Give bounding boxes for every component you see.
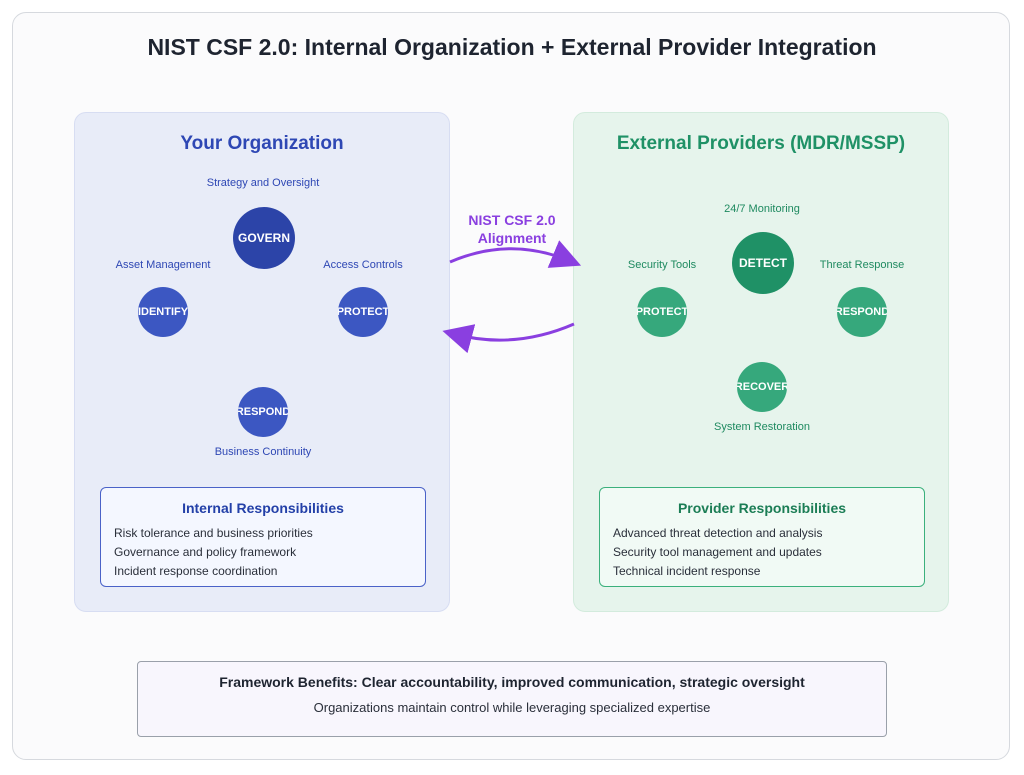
label-monitoring: 24/7 Monitoring bbox=[724, 203, 800, 215]
organization-title: Your Organization bbox=[180, 133, 344, 154]
alignment-label: NIST CSF 2.0 Alignment bbox=[432, 211, 592, 247]
framework-benefits-title: Framework Benefits: Clear accountability… bbox=[219, 674, 805, 690]
node-detect: DETECT bbox=[732, 232, 794, 294]
organization-panel: Your Organization Strategy and Oversight… bbox=[74, 112, 450, 612]
provider-responsibility-item: Security tool management and updates bbox=[613, 545, 822, 559]
node-provider-respond: RESPOND bbox=[837, 287, 887, 337]
provider-responsibilities-title: Provider Responsibilities bbox=[677, 500, 847, 516]
node-recover: RECOVER bbox=[737, 362, 787, 412]
alignment-label-line1: NIST CSF 2.0 bbox=[468, 212, 556, 228]
label-system-restoration: System Restoration bbox=[714, 421, 810, 433]
provider-panel: External Providers (MDR/MSSP) 24/7 Monit… bbox=[573, 112, 949, 612]
internal-responsibility-item: Governance and policy framework bbox=[114, 545, 297, 559]
internal-responsibilities-box: Internal Responsibilities Risk tolerance… bbox=[100, 487, 426, 587]
label-business-continuity: Business Continuity bbox=[214, 446, 312, 458]
label-asset-management: Asset Management bbox=[115, 259, 211, 271]
node-provider-protect: PROTECT bbox=[637, 287, 687, 337]
provider-title: External Providers (MDR/MSSP) bbox=[616, 133, 906, 154]
alignment-label-line2: Alignment bbox=[477, 230, 547, 246]
provider-responsibilities-box: Provider Responsibilities Advanced threa… bbox=[599, 487, 925, 587]
internal-responsibility-item: Incident response coordination bbox=[114, 564, 278, 578]
label-strategy-oversight: Strategy and Oversight bbox=[206, 177, 320, 189]
internal-responsibility-item: Risk tolerance and business priorities bbox=[114, 526, 313, 540]
node-respond: RESPOND bbox=[238, 387, 288, 437]
label-access-controls: Access Controls bbox=[323, 259, 403, 271]
arrow-to-organization bbox=[442, 322, 575, 354]
label-security-tools: Security Tools bbox=[627, 259, 697, 271]
label-threat-response: Threat Response bbox=[819, 259, 905, 271]
provider-responsibility-item: Technical incident response bbox=[613, 564, 761, 578]
internal-responsibilities-title: Internal Responsibilities bbox=[182, 500, 344, 516]
node-govern: GOVERN bbox=[233, 207, 295, 269]
framework-benefits-subtitle: Organizations maintain control while lev… bbox=[313, 700, 711, 715]
arrow-to-provider bbox=[449, 240, 582, 268]
framework-benefits-box: Framework Benefits: Clear accountability… bbox=[137, 661, 887, 737]
node-protect: PROTECT bbox=[338, 287, 388, 337]
provider-responsibility-item: Advanced threat detection and analysis bbox=[613, 526, 823, 540]
node-identify: IDENTIFY bbox=[138, 287, 188, 337]
diagram-title: NIST CSF 2.0: Internal Organization + Ex… bbox=[147, 34, 877, 60]
